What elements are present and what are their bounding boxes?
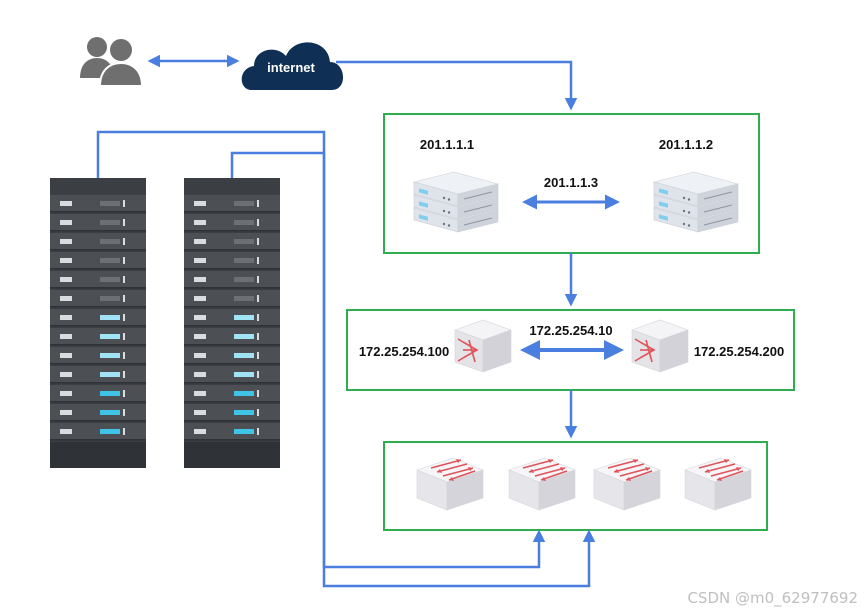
- switch-icon: [508, 457, 576, 511]
- top-right-ip: 201.1.1.2: [659, 137, 713, 152]
- middle-middle-ip: 172.25.254.10: [529, 323, 612, 338]
- switch-icon: [593, 457, 661, 511]
- watermark: CSDN @m0_62977692: [687, 589, 858, 608]
- top-left-ip: 201.1.1.1: [420, 137, 474, 152]
- server-rack-icon: [50, 178, 146, 468]
- server-stack-icon: [654, 172, 738, 232]
- users-icon: [80, 37, 144, 87]
- switch-cluster-box: [383, 441, 768, 531]
- router-icon: [454, 319, 512, 373]
- cloud-label: internet: [267, 60, 315, 75]
- switch-icon: [684, 457, 752, 511]
- link-rack2-switch: [322, 153, 596, 588]
- router-icon: [631, 319, 689, 373]
- switch-icon: [416, 457, 484, 511]
- top-middle-ip: 201.1.1.3: [544, 175, 598, 190]
- middle-right-ip: 172.25.254.200: [694, 344, 784, 359]
- link-internet-firewall: [336, 60, 578, 111]
- server-rack-icon: [184, 178, 280, 468]
- middle-left-ip: 172.25.254.100: [359, 344, 449, 359]
- server-stack-icon: [414, 172, 498, 232]
- cloud-icon: internet: [241, 42, 344, 90]
- link-rack2: [230, 151, 324, 178]
